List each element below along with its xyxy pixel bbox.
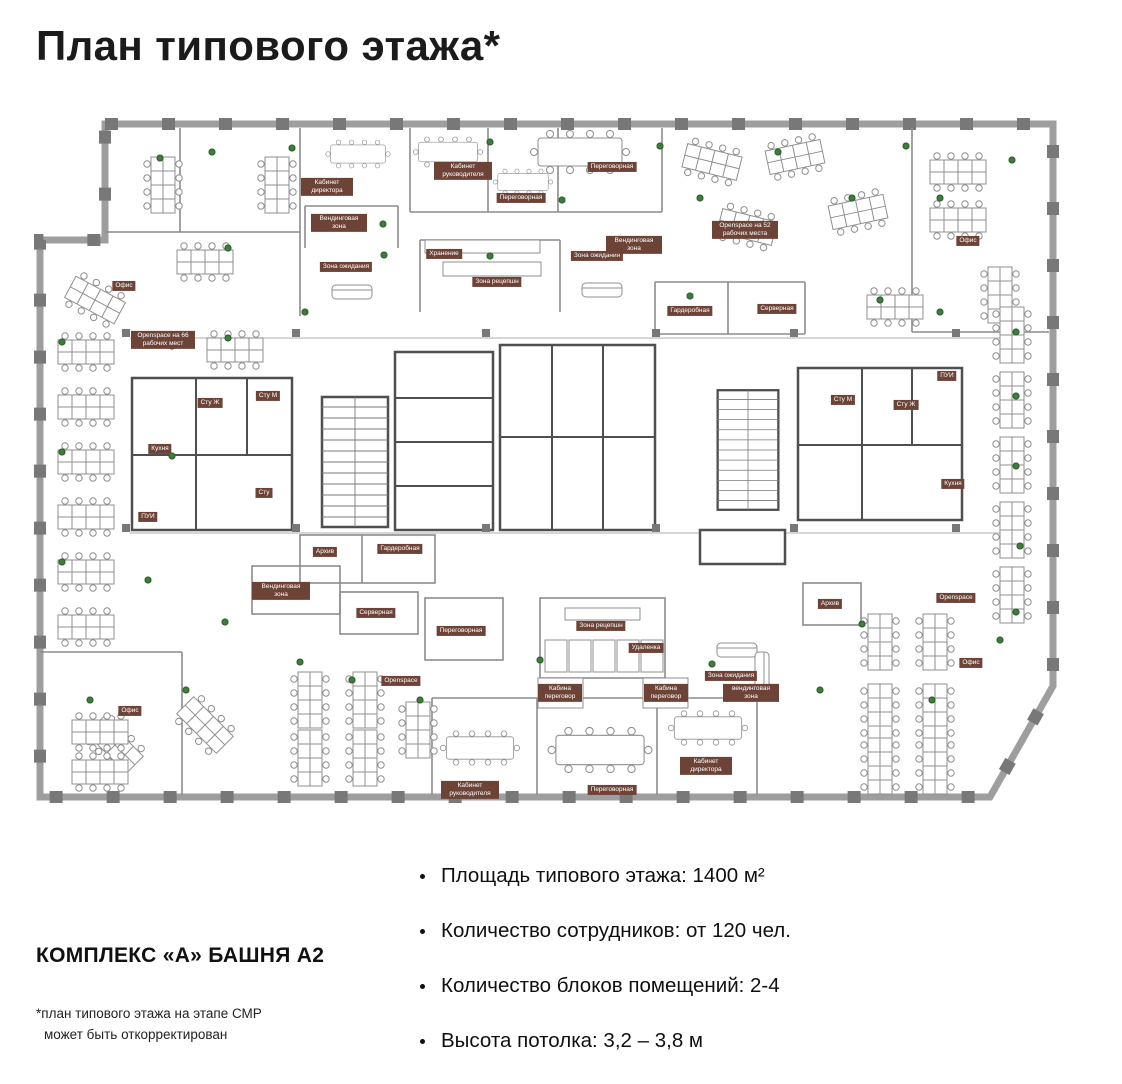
spec-item: Площадь типового этажа: 1400 м²	[420, 864, 791, 888]
bullet-icon	[420, 983, 425, 989]
bullet-icon	[420, 1038, 425, 1044]
complex-title: КОМПЛЕКС «А» БАШНЯ А2	[36, 944, 325, 967]
footnote: *план типового этажа на этапе СМР может …	[36, 1004, 262, 1046]
page-title: План типового этажа*	[36, 22, 501, 69]
spec-text: Площадь типового этажа: 1400 м²	[441, 864, 765, 887]
footnote-line1: *план типового этажа на этапе СМР	[36, 1006, 262, 1021]
specs-list: Площадь типового этажа: 1400 м² Количеств…	[420, 864, 791, 1084]
spec-text: Высота потолка: 3,2 – 3,8 м	[441, 1029, 704, 1052]
spec-text: Количество сотрудников: от 120 чел.	[441, 919, 791, 942]
footnote-line2: может быть откорректирован	[44, 1026, 228, 1042]
spec-item: Высота потолка: 3,2 – 3,8 м	[420, 1029, 791, 1053]
spec-text: Количество блоков помещений: 2-4	[441, 974, 780, 997]
bullet-icon	[420, 928, 425, 934]
spec-item: Количество блоков помещений: 2-4	[420, 974, 791, 998]
interior-columns	[122, 329, 960, 532]
bullet-icon	[420, 873, 425, 879]
spec-item: Количество сотрудников: от 120 чел.	[420, 919, 791, 943]
